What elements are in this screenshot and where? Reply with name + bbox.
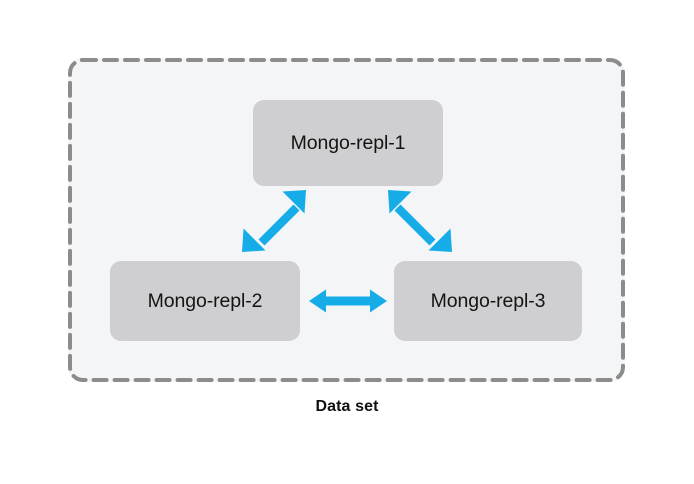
node-mongo-repl-3[interactable]: Mongo-repl-3 [394, 261, 582, 341]
node-mongo-repl-1[interactable]: Mongo-repl-1 [253, 100, 443, 186]
node-label-mongo-repl-3: Mongo-repl-3 [430, 289, 546, 312]
node-mongo-repl-2[interactable]: Mongo-repl-2 [110, 261, 300, 341]
node-label-mongo-repl-1: Mongo-repl-1 [290, 131, 406, 154]
dataset-caption: Data set [315, 398, 379, 415]
connector-mongo-repl-1-to-mongo-repl-3-icon [388, 190, 452, 252]
connector-mongo-repl-1-to-mongo-repl-2-icon [242, 190, 306, 252]
connector-mongo-repl-2-to-mongo-repl-3-icon [309, 289, 387, 313]
node-label-mongo-repl-2: Mongo-repl-2 [147, 289, 263, 312]
